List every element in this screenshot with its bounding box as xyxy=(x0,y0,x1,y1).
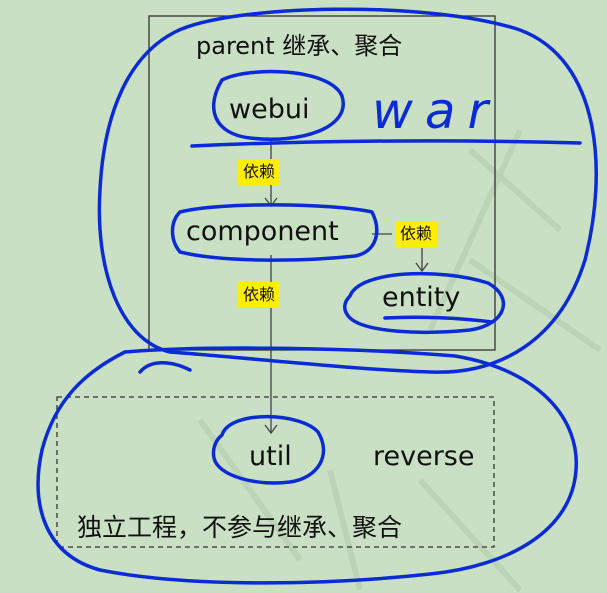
independent-caption: 独立工程，不参与继承、聚合 xyxy=(77,513,403,542)
ink-circle-util xyxy=(211,414,326,485)
dependency-tag-component-util: 依赖 xyxy=(238,282,281,308)
module-reverse: reverse xyxy=(373,441,475,472)
ink-text-war: war xyxy=(372,82,500,140)
ink-circle-entity xyxy=(343,271,506,334)
module-entity: entity xyxy=(382,282,461,313)
module-component: component xyxy=(186,216,339,247)
dependency-tag-component-entity: 依赖 xyxy=(395,221,438,247)
ink-underline-webui xyxy=(190,139,582,148)
ink-loop-independent xyxy=(36,346,578,585)
module-webui: webui xyxy=(229,94,310,125)
dependency-tag-webui-component: 依赖 xyxy=(238,159,281,185)
ink-circle-component xyxy=(170,203,379,262)
ink-loop-parent xyxy=(97,7,598,374)
parent-title: parent 继承、聚合 xyxy=(196,32,403,60)
ink-circle-webui xyxy=(211,69,345,141)
module-util: util xyxy=(249,441,292,472)
independent-modules-box xyxy=(56,396,495,548)
